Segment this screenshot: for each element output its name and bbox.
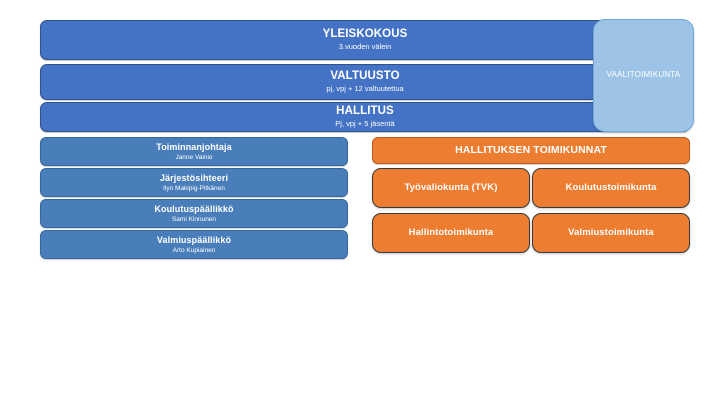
node-vaalitoimikunta[interactable]: VAALITOIMIKUNTA — [593, 19, 694, 132]
node-toiminnanjohtaja[interactable]: Toiminnanjohtaja Janne Vainio — [40, 137, 348, 166]
node-tyovaliokunta-title: Työvaliokunta (TVK) — [404, 181, 498, 193]
node-valmiuspaallikko-title: Valmiuspäällikkö — [156, 234, 232, 245]
node-koulutuspaallikko[interactable]: Koulutuspäällikkö Sami Kinnunen — [40, 199, 348, 228]
node-jarjestosihteeri[interactable]: Järjestösihteeri Ilyn Makipig-Pitkänen — [40, 168, 348, 197]
node-toiminnanjohtaja-title: Toiminnanjohtaja — [156, 141, 232, 152]
node-tyovaliokunta[interactable]: Työvaliokunta (TVK) — [372, 168, 530, 208]
node-valtuusto-title: VALTUUSTO — [330, 70, 400, 83]
node-hallitus[interactable]: HALLITUS Pj, vpj + 5 jäsentä — [40, 102, 690, 132]
node-vaalitoimikunta-title: VAALITOIMIKUNTA — [606, 70, 681, 80]
node-valmiustoimikunta-title: Valmiustoimikunta — [568, 226, 654, 238]
node-hallintotoimikunta-title: Hallintotoimikunta — [408, 226, 494, 238]
node-koulutustoimikunta-title: Koulutustoimikunta — [565, 181, 657, 193]
node-valmiustoimikunta[interactable]: Valmiustoimikunta — [532, 213, 690, 253]
node-committees-header-title: HALLITUKSEN TOIMIKUNNAT — [455, 143, 607, 156]
node-yleiskokous[interactable]: YLEISKOKOUS 3.vuoden välein — [40, 20, 690, 60]
node-jarjestosihteeri-title: Järjestösihteeri — [159, 172, 229, 183]
node-hallintotoimikunta[interactable]: Hallintotoimikunta — [372, 213, 530, 253]
node-hallitus-subtitle: Pj, vpj + 5 jäsentä — [335, 119, 395, 129]
node-valmiuspaallikko[interactable]: Valmiuspäällikkö Arto Kupiainen — [40, 230, 348, 259]
node-koulutuspaallikko-name: Sami Kinnunen — [171, 215, 217, 223]
node-valtuusto-subtitle: pj, vpj + 12 valtuutettua — [326, 84, 404, 94]
node-valmiuspaallikko-name: Arto Kupiainen — [172, 246, 216, 254]
node-yleiskokous-subtitle: 3.vuoden välein — [338, 42, 392, 52]
node-koulutustoimikunta[interactable]: Koulutustoimikunta — [532, 168, 690, 208]
node-koulutuspaallikko-title: Koulutuspäällikkö — [154, 203, 234, 214]
node-hallitus-title: HALLITUS — [336, 105, 394, 118]
node-toiminnanjohtaja-name: Janne Vainio — [175, 153, 213, 161]
node-yleiskokous-title: YLEISKOKOUS — [322, 28, 408, 41]
node-valtuusto[interactable]: VALTUUSTO pj, vpj + 12 valtuutettua — [40, 64, 690, 100]
node-committees-header[interactable]: HALLITUKSEN TOIMIKUNNAT — [372, 137, 690, 164]
node-jarjestosihteeri-name: Ilyn Makipig-Pitkänen — [163, 184, 225, 192]
